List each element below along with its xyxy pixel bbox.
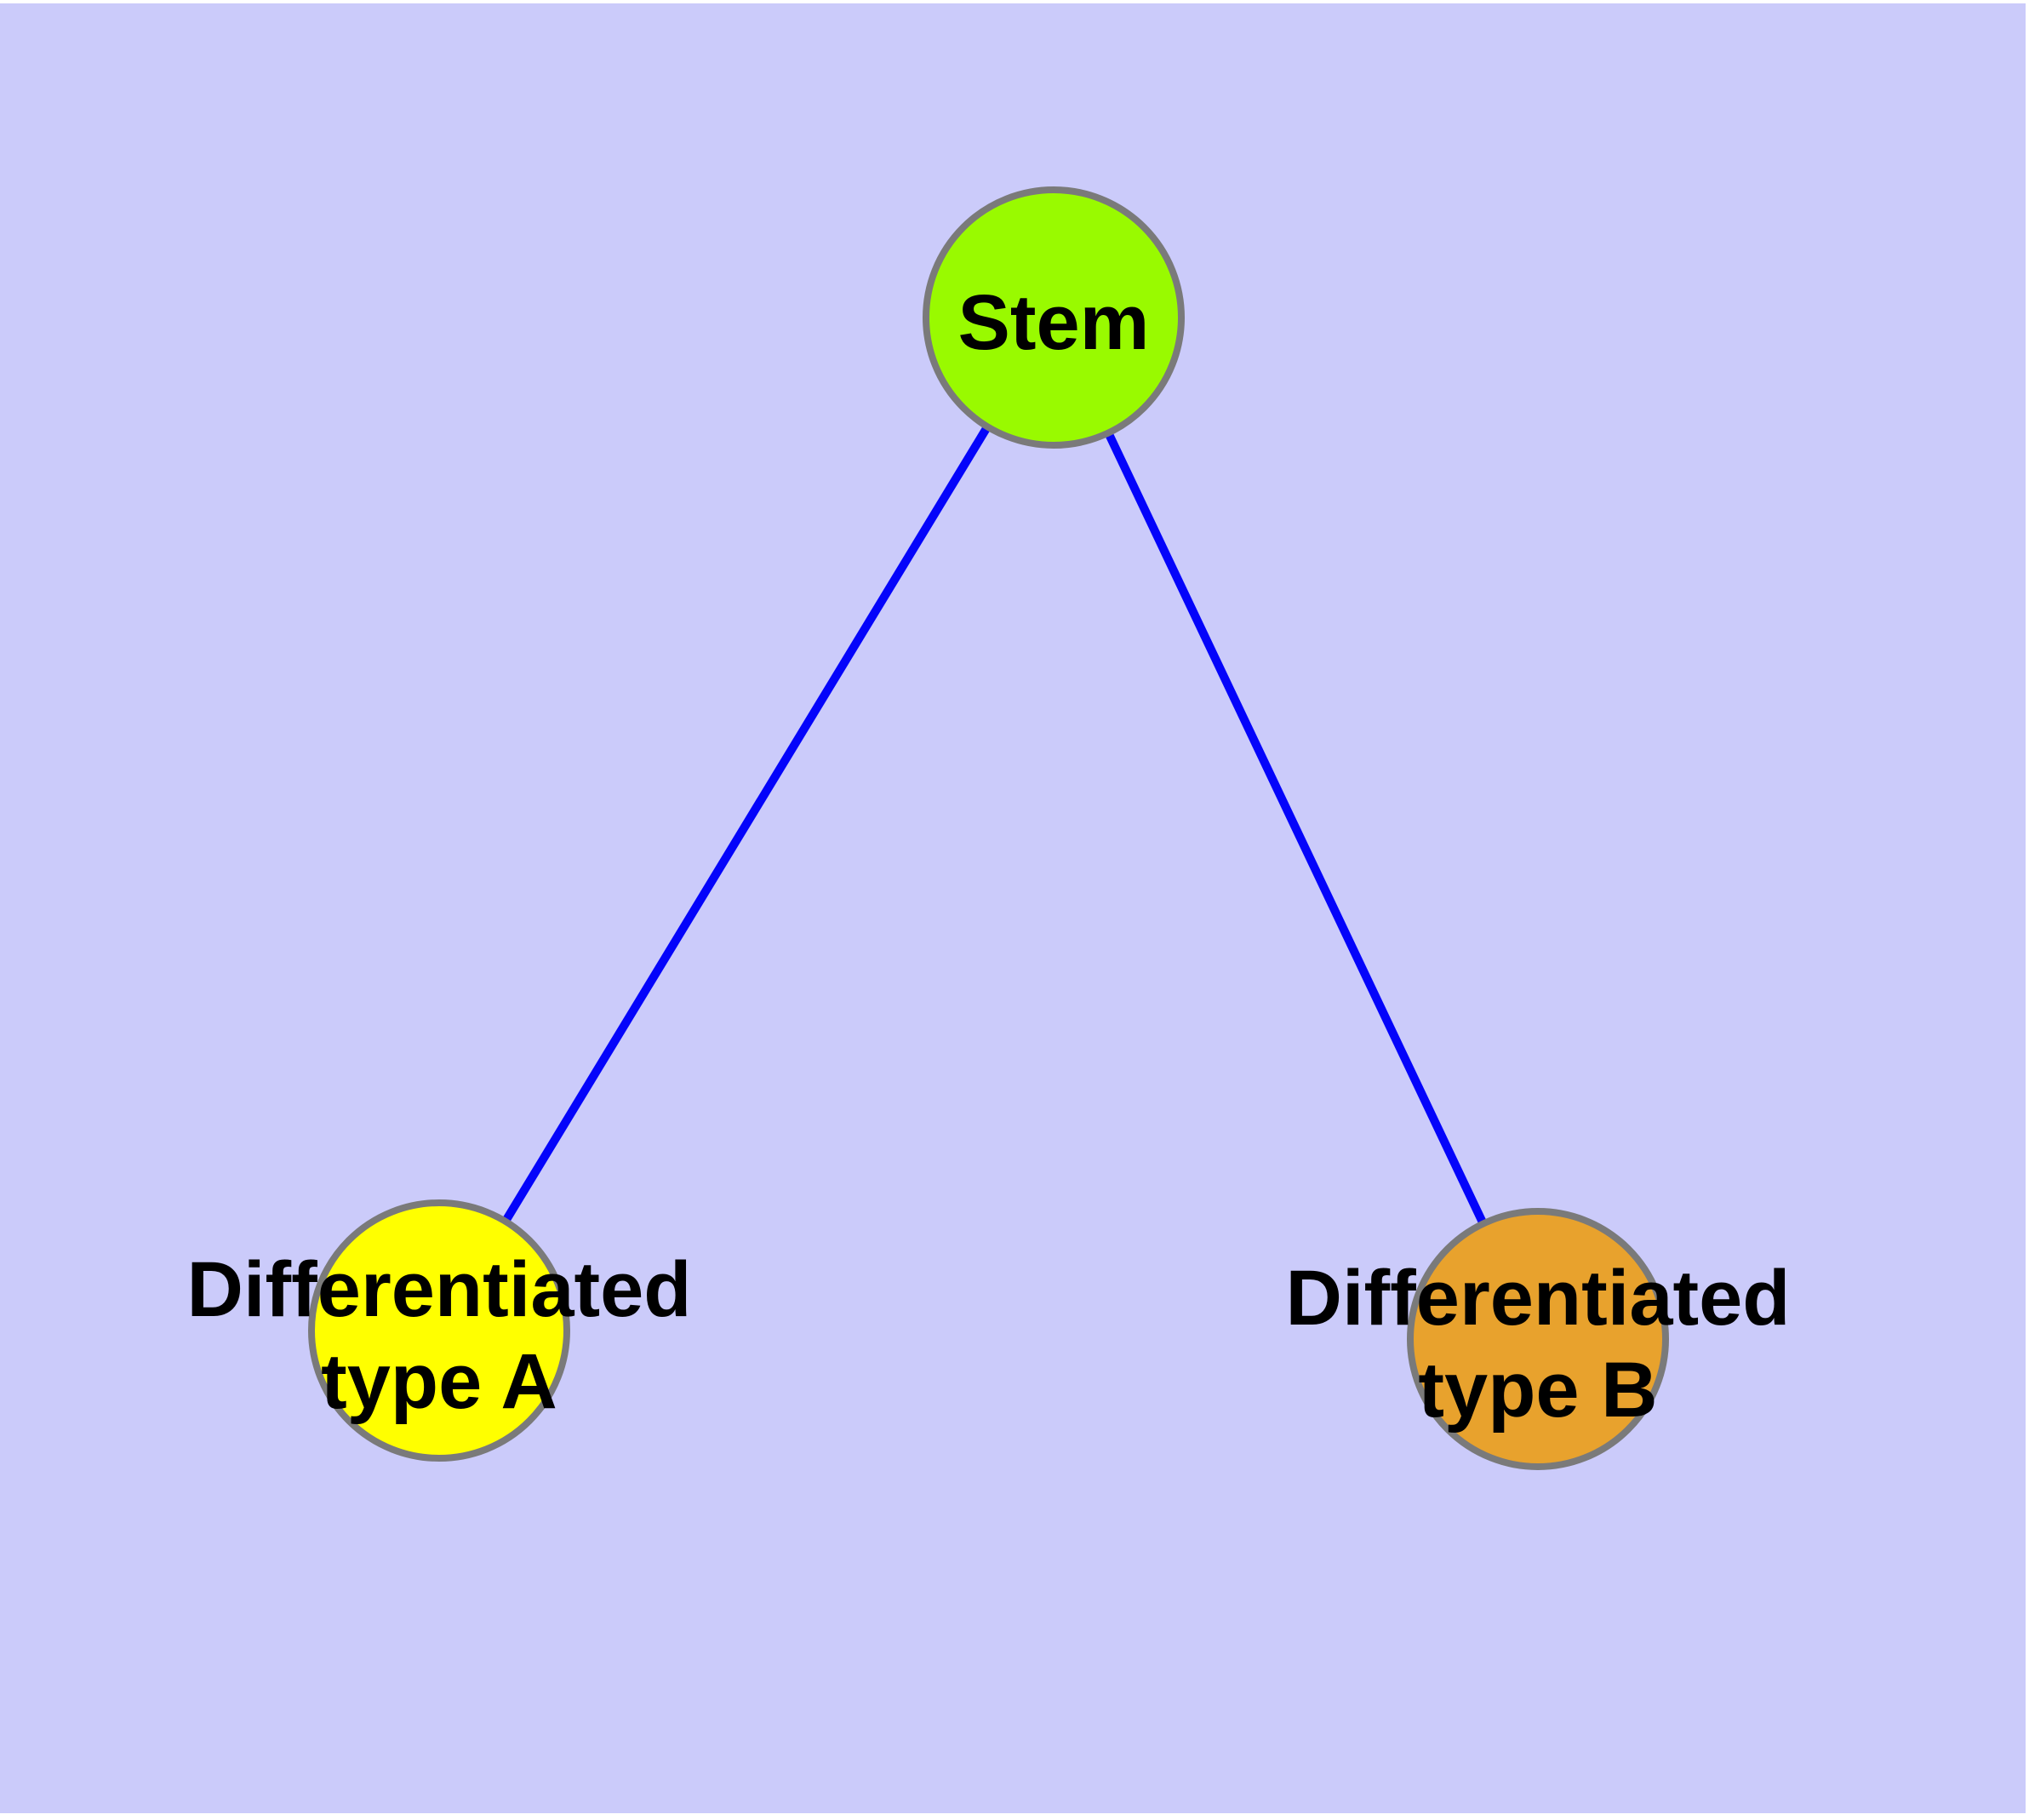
- edges-layer: [435, 315, 1542, 1342]
- node-differentiated-type-b: [1407, 1208, 1669, 1470]
- edge-stem-to-differentiated-type-b: [1049, 315, 1542, 1342]
- node-label-stem: Stem: [958, 279, 1150, 366]
- edge-stem-to-differentiated-type-a: [435, 315, 1058, 1333]
- node-differentiated-type-a: [308, 1199, 570, 1462]
- nodes-layer: [308, 186, 1669, 1470]
- node-stem: [923, 186, 1185, 449]
